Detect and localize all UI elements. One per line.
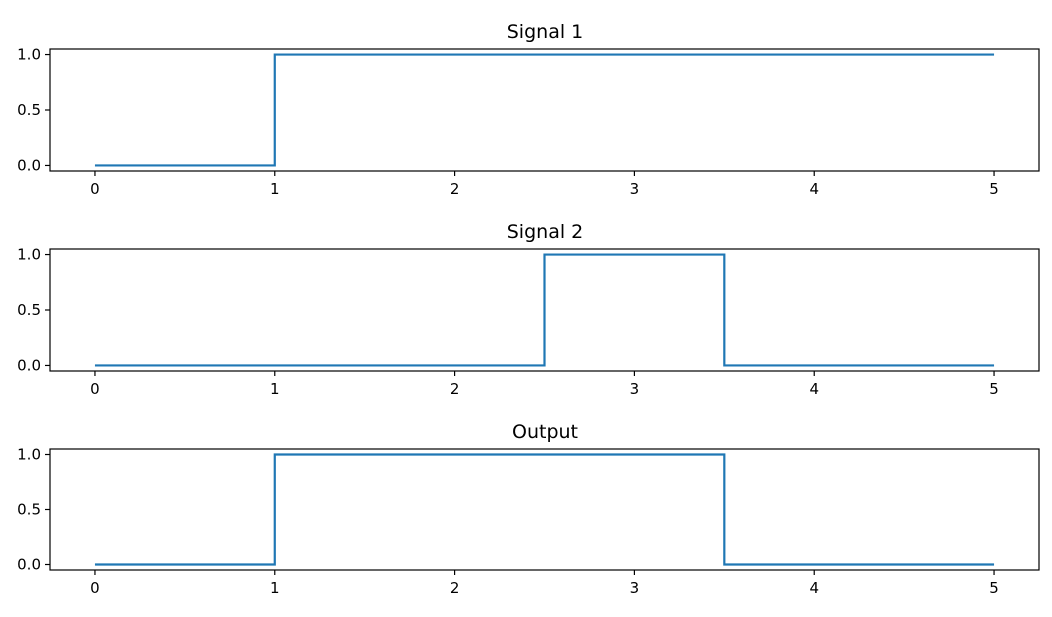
y-tick-label: 0.0 [17, 356, 41, 374]
x-tick-label: 0 [90, 380, 100, 398]
x-tick-label: 1 [270, 579, 280, 597]
x-tick-label: 5 [989, 579, 999, 597]
x-tick-label: 2 [450, 579, 460, 597]
x-tick-label: 1 [270, 380, 280, 398]
y-tick-label: 1.0 [17, 46, 41, 64]
y-tick-label: 0.5 [17, 501, 41, 519]
x-tick-label: 0 [90, 579, 100, 597]
x-tick-label: 3 [630, 380, 640, 398]
x-tick-label: 4 [809, 579, 819, 597]
x-tick-label: 5 [989, 180, 999, 198]
y-tick-label: 1.0 [17, 446, 41, 464]
y-tick-label: 0.5 [17, 301, 41, 319]
subplot-title: Signal 2 [507, 221, 584, 243]
y-tick-label: 0.0 [17, 156, 41, 174]
x-tick-label: 3 [630, 579, 640, 597]
axes-frame [49, 448, 1040, 571]
subplot-title: Signal 1 [507, 21, 584, 43]
subplot-signal-2: Signal 2 0 1 2 3 4 5 0.0 0.5 1.0 [17, 221, 1040, 398]
subplot-output: Output 0 1 2 3 4 5 0.0 0.5 1.0 [17, 421, 1040, 597]
subplot-signal-1: Signal 1 0 1 2 3 4 5 0.0 0.5 1.0 [17, 21, 1040, 198]
x-tick-label: 4 [809, 380, 819, 398]
y-tick-label: 1.0 [17, 246, 41, 264]
x-tick-label: 1 [270, 180, 280, 198]
x-tick-label: 2 [450, 380, 460, 398]
x-tick-label: 4 [809, 180, 819, 198]
subplot-title: Output [512, 421, 578, 443]
x-tick-label: 0 [90, 180, 100, 198]
x-tick-label: 5 [989, 380, 999, 398]
axes-frame [49, 48, 1040, 172]
x-tick-label: 3 [630, 180, 640, 198]
y-tick-label: 0.5 [17, 101, 41, 119]
series-line [94, 453, 995, 566]
x-tick-label: 2 [450, 180, 460, 198]
series-line [94, 53, 995, 167]
y-tick-label: 0.0 [17, 556, 41, 574]
series-line [94, 253, 995, 367]
